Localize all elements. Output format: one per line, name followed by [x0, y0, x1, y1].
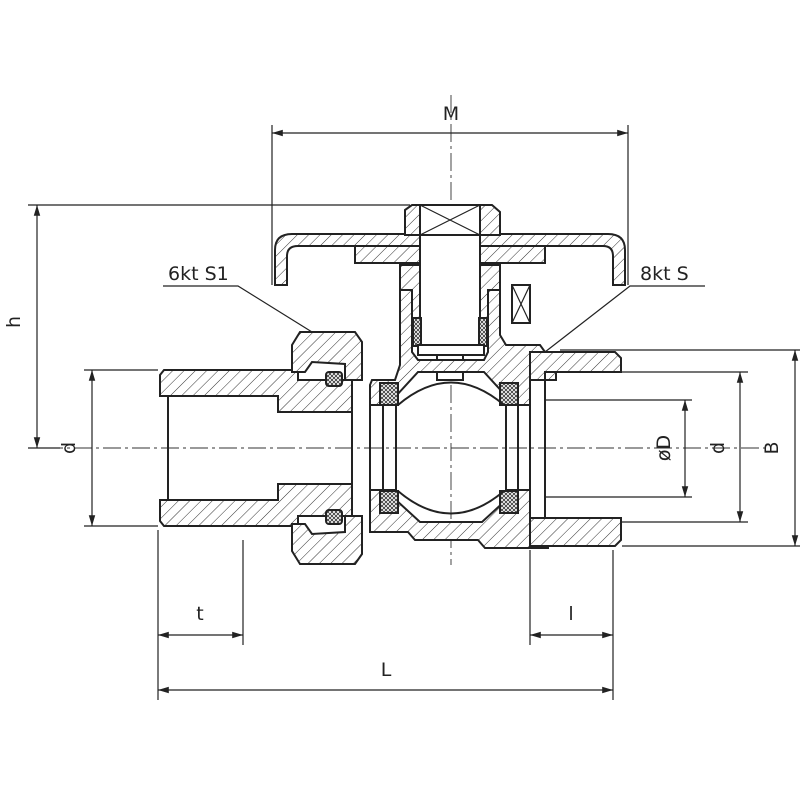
stem-packing: [412, 317, 422, 347]
ball: [397, 381, 505, 515]
label-t: t: [196, 603, 203, 625]
dimension-h: h: [3, 204, 410, 449]
tailpiece: [159, 331, 371, 565]
label-hex-nut: 6kt S1: [168, 263, 229, 285]
stem-packing: [478, 317, 488, 347]
label-d-left: d: [58, 442, 80, 454]
union-nut: [291, 331, 363, 381]
handle: [274, 204, 626, 286]
label-oct-body: 8kt S: [640, 263, 689, 285]
label-bore-D: øD: [653, 435, 675, 461]
label-B: B: [761, 441, 783, 454]
label-M: M: [443, 103, 459, 125]
dimension-bottom: t l L: [157, 530, 614, 700]
label-h: h: [3, 316, 25, 328]
label-d-right: d: [707, 442, 729, 454]
dimension-right: d øD B: [545, 349, 800, 547]
dimension-M: M: [271, 103, 629, 285]
dimension-d-left: d: [58, 369, 158, 527]
leader-oct-body: 8kt S: [544, 263, 705, 353]
label-l: l: [568, 603, 573, 625]
label-L: L: [381, 659, 392, 681]
valve-body: [369, 289, 622, 549]
leader-hex-nut: 6kt S1: [163, 263, 313, 333]
